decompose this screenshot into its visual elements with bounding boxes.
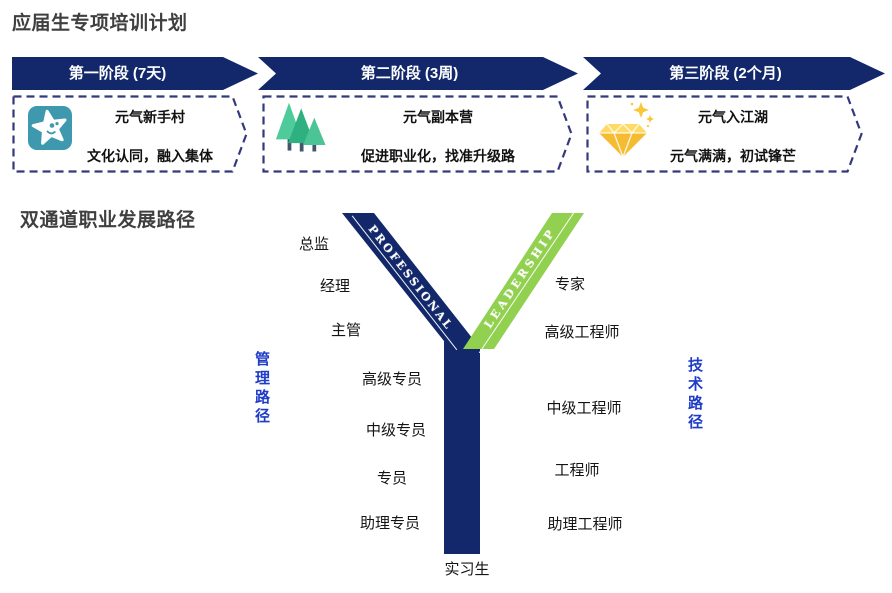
training-plan-title: 应届生专项培训计划 <box>12 13 188 34</box>
level-assistant-engineer: 助理工程师 <box>547 516 623 533</box>
level-assistant-specialist: 助理专员 <box>359 515 421 532</box>
phase1-desc: 文化认同，融入集体 <box>87 148 213 164</box>
phase1-card-outline <box>12 95 248 173</box>
trees-icon <box>275 102 326 152</box>
level-supervisor: 主管 <box>330 322 362 339</box>
leadership-branch-shape <box>463 213 584 349</box>
phase3-card-outline <box>586 95 863 173</box>
phase3-banner: 第三阶段 (2个月) <box>583 57 885 90</box>
level-mid-specialist: 中级专员 <box>365 422 427 439</box>
phase1-banner: 第一阶段 (7天) <box>12 57 258 90</box>
phase3-desc: 元气满满，初试锋芒 <box>670 148 796 164</box>
phase2-banner: 第二阶段 (3周) <box>258 57 578 90</box>
phase2-desc: 促进职业化，找准升级路 <box>361 148 515 164</box>
level-intern: 实习生 <box>444 561 490 578</box>
technical-channel-label: 技术路径 <box>686 357 703 433</box>
management-branch-shape <box>342 213 480 554</box>
phase2-card-outline <box>262 95 573 173</box>
level-expert: 专家 <box>554 276 586 293</box>
phase3-name: 元气入江湖 <box>698 109 768 125</box>
gem-icon <box>599 102 654 158</box>
management-channel-label: 管理路径 <box>253 351 270 427</box>
phase1-name: 元气新手村 <box>115 109 185 125</box>
phase2-name: 元气副本营 <box>403 109 473 125</box>
level-specialist: 专员 <box>376 470 408 487</box>
star-badge-icon <box>28 106 72 150</box>
career-path-title: 双通道职业发展路径 <box>20 210 196 231</box>
level-senior-engineer: 高级工程师 <box>544 324 620 341</box>
level-manager: 经理 <box>319 278 351 295</box>
level-mid-engineer: 中级工程师 <box>546 400 622 417</box>
level-director: 总监 <box>298 236 330 253</box>
level-senior-specialist: 高级专员 <box>361 371 423 388</box>
level-engineer: 工程师 <box>554 462 600 479</box>
